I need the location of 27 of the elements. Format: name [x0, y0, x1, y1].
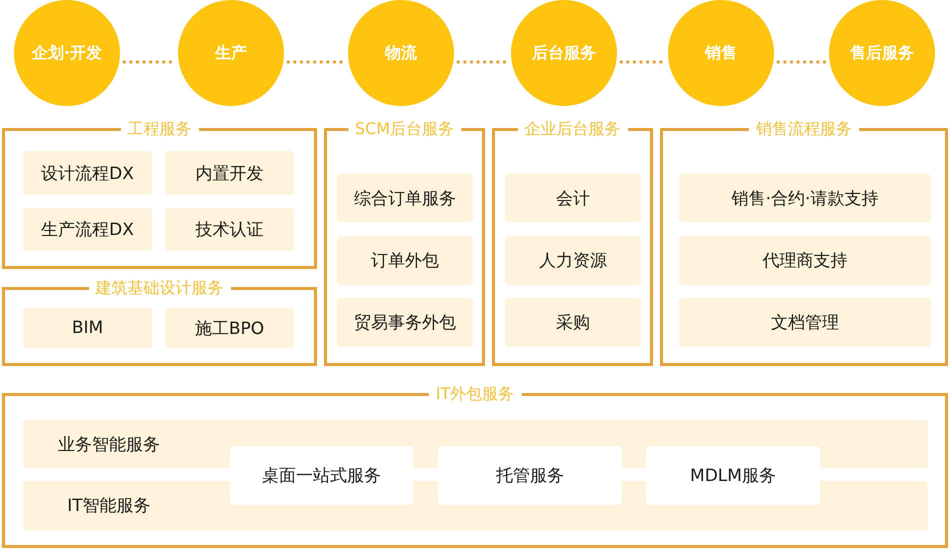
service-box: 生产流程DX	[23, 208, 152, 251]
service-box: 设计流程DX	[23, 151, 152, 195]
service-box: 订单外包	[337, 236, 473, 285]
service-box: 桌面一站式服务	[230, 446, 413, 505]
service-box: 内置开发	[165, 151, 294, 195]
service-box: 文档管理	[679, 298, 931, 347]
dotted-line	[456, 60, 508, 64]
service-box: BIM	[23, 308, 152, 348]
stage-circle: 销售	[668, 0, 774, 106]
service-box: 技术认证	[165, 208, 294, 251]
service-box: 采购	[505, 298, 641, 347]
service-box: MDLM服务	[646, 446, 820, 505]
stage-circle: 后台服务	[511, 0, 617, 106]
stage-circle: 售后服务	[829, 0, 935, 106]
stage-circle: 企划·开发	[14, 0, 120, 106]
dotted-line	[286, 60, 346, 64]
service-box: 代理商支持	[679, 236, 931, 285]
stage-circle: 生产	[178, 0, 284, 106]
service-box: 会计	[505, 174, 641, 222]
service-box: 贸易事务外包	[337, 298, 473, 347]
service-box: 销售·合约·请款支持	[679, 174, 931, 222]
stage-circle: 物流	[348, 0, 454, 106]
dotted-line	[620, 60, 666, 64]
service-box: 综合订单服务	[337, 174, 473, 222]
service-box: 施工BPO	[165, 308, 294, 348]
service-box: 人力资源	[505, 236, 641, 285]
service-box: 托管服务	[438, 446, 622, 505]
